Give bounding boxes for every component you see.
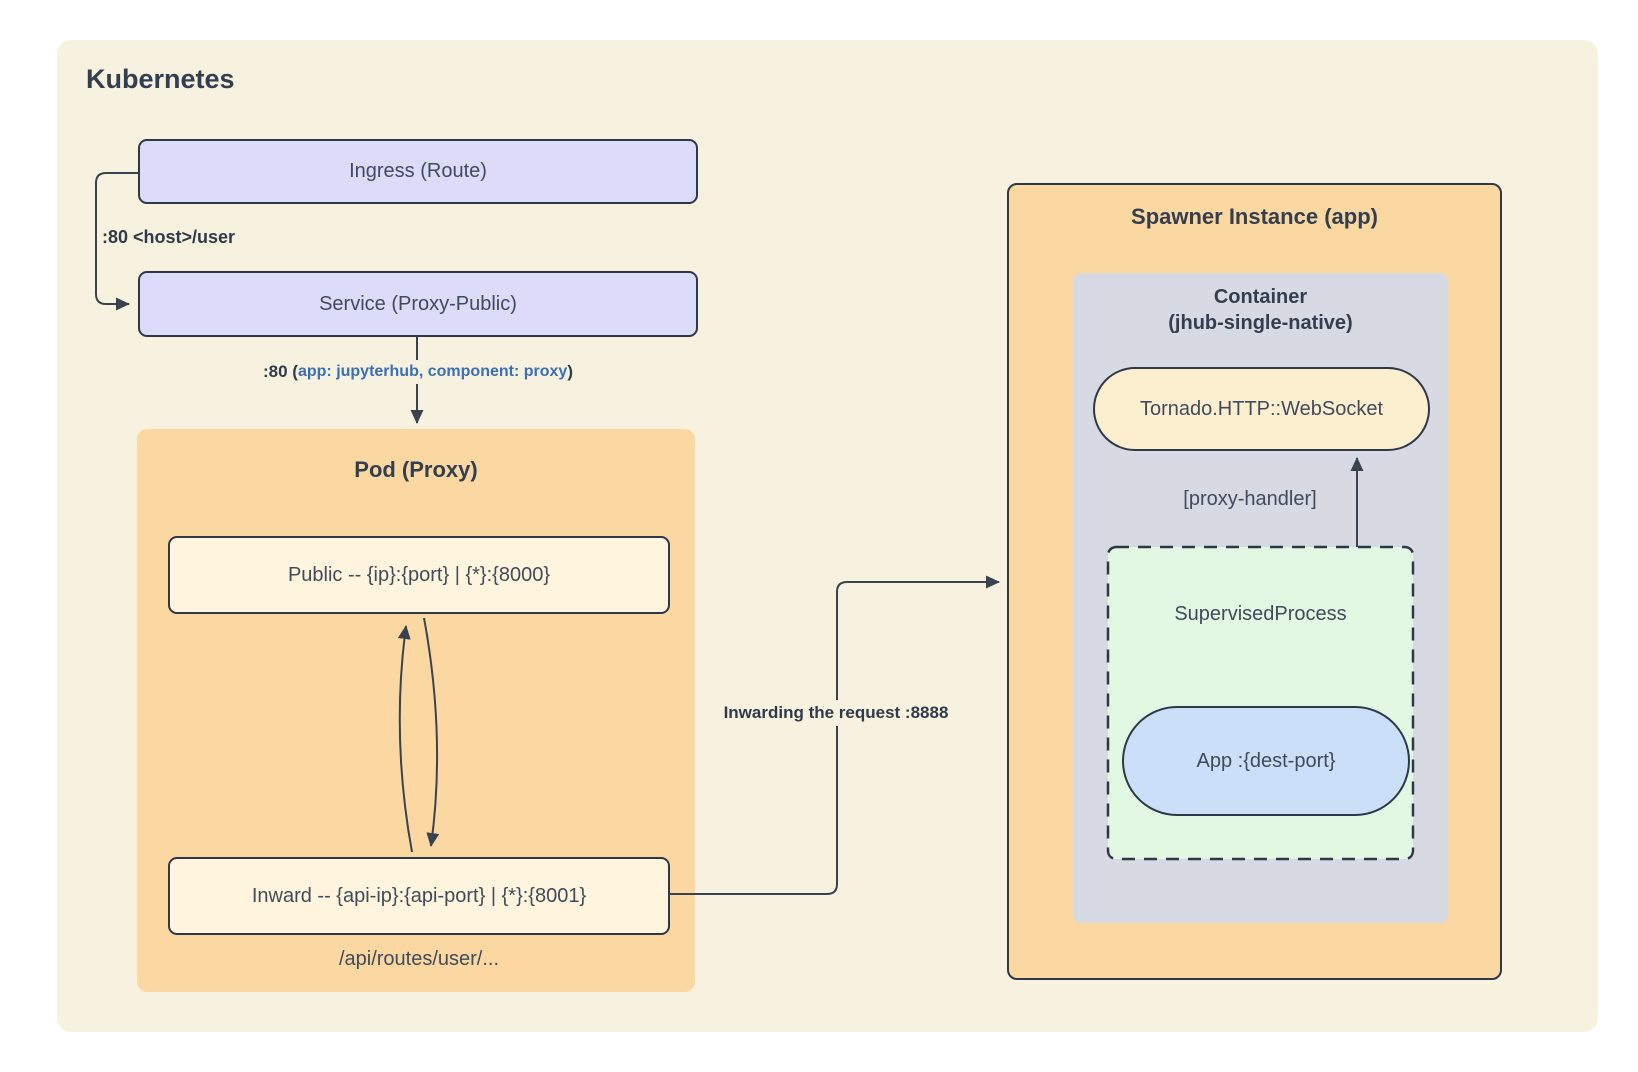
edge-label-suffix: ) xyxy=(567,362,573,381)
public-route-node: Public -- {ip}:{port} | {*}:{8000} xyxy=(168,536,670,614)
api-route-note: /api/routes/user/... xyxy=(338,947,500,970)
ingress-service-edge-label: :80 <host>/user xyxy=(102,226,236,247)
service-node: Service (Proxy-Public) xyxy=(138,271,698,337)
ingress-label: Ingress (Route) xyxy=(349,160,487,182)
container-title-line2: (jhub-single-native) xyxy=(1168,312,1353,334)
container-title: Container (jhub-single-native) xyxy=(1073,284,1448,336)
public-route-label: Public -- {ip}:{port} | {*}:{8000} xyxy=(287,563,551,586)
container-title-line1: Container xyxy=(1213,286,1308,308)
proxy-handler-edge-label: [proxy-handler] xyxy=(1183,487,1317,510)
cluster-title: Kubernetes xyxy=(86,64,235,94)
ingress-node: Ingress (Route) xyxy=(138,139,698,204)
websocket-label: Tornado.HTTP::WebSocket xyxy=(1139,397,1384,420)
websocket-node: Tornado.HTTP::WebSocket xyxy=(1093,367,1430,451)
app-node: App :{dest-port} xyxy=(1122,706,1410,816)
inward-route-label: Inward -- {api-ip}:{api-port} | {*}:{800… xyxy=(251,884,587,907)
service-label: Service (Proxy-Public) xyxy=(319,292,517,315)
spawner-title: Spawner Instance (app) xyxy=(1131,204,1378,229)
inward-route-node: Inward -- {api-ip}:{api-port} | {*}:{800… xyxy=(168,857,670,935)
app-label: App :{dest-port} xyxy=(1196,749,1336,772)
pod-title: Pod (Proxy) xyxy=(354,457,478,482)
edge-label-selector: app: jupyterhub, component: proxy xyxy=(297,363,568,380)
inward-spawner-edge-label: Inwarding the request :8888 xyxy=(712,700,960,726)
edge-label-prefix: :80 ( xyxy=(263,362,298,381)
service-pod-edge-label: :80 (app: jupyterhub, component: proxy) xyxy=(258,360,578,384)
supervised-process-title: SupervisedProcess xyxy=(1174,602,1347,625)
